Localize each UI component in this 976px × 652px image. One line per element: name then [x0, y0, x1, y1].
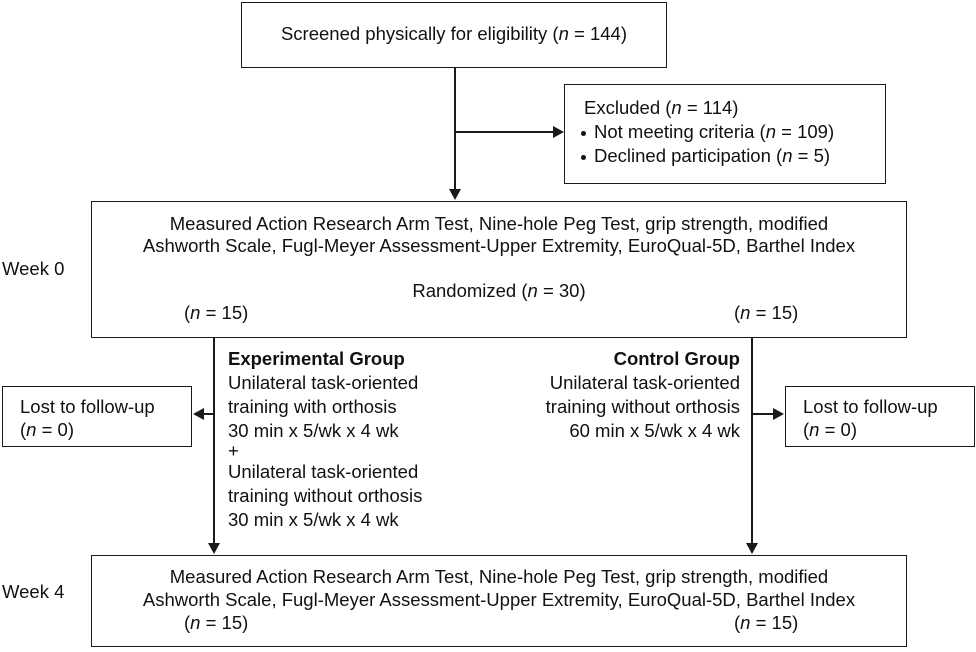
week0-label: Week 0	[2, 258, 65, 279]
lost-followup-right-box: Lost to follow-up (n = 0)	[785, 386, 975, 447]
week0-right-n: (n = 15)	[734, 302, 799, 323]
week0-box: Measured Action Research Arm Test, Nine-…	[91, 201, 907, 338]
week4-right-n: (n = 15)	[734, 612, 799, 633]
arrow-down-icon	[449, 189, 461, 200]
lost-left-label: Lost to follow-up	[20, 396, 155, 417]
control-line: 60 min x 5/wk x 4 wk	[569, 420, 740, 441]
week4-measures-line1: Measured Action Research Arm Test, Nine-…	[169, 566, 829, 587]
connector-control	[751, 338, 753, 544]
connector-lost-right	[752, 413, 774, 415]
arrow-right-icon	[773, 408, 784, 420]
experimental-line: Unilateral task-oriented	[228, 461, 419, 482]
excluded-item-declined: Declined participation (n = 5)	[579, 144, 830, 168]
excluded-item-not-meeting: Not meeting criteria (n = 109)	[579, 120, 834, 144]
week4-left-n: (n = 15)	[184, 612, 249, 633]
screened-label: Screened physically for eligibility (n =…	[280, 23, 628, 44]
excluded-title: Excluded (n = 114)	[584, 97, 739, 118]
week4-measures-line2: Ashworth Scale, Fugl-Meyer Assessment-Up…	[142, 589, 856, 610]
week4-box: Measured Action Research Arm Test, Nine-…	[91, 555, 907, 647]
week0-left-n: (n = 15)	[184, 302, 249, 323]
arrow-left-icon	[193, 408, 204, 420]
control-line: training without orthosis	[545, 396, 740, 417]
screened-box: Screened physically for eligibility (n =…	[241, 2, 667, 68]
experimental-line: training with orthosis	[228, 396, 397, 417]
arrow-down-icon	[208, 543, 220, 554]
arrow-right-icon	[553, 126, 564, 138]
connector-to-excluded	[455, 131, 554, 133]
lost-followup-left-box: Lost to follow-up (n = 0)	[2, 386, 192, 447]
experimental-line: 30 min x 5/wk x 4 wk	[228, 509, 399, 530]
week0-measures-line1: Measured Action Research Arm Test, Nine-…	[169, 213, 829, 234]
experimental-line: training without orthosis	[228, 485, 423, 506]
control-title: Control Group	[613, 348, 740, 369]
week4-label: Week 4	[2, 581, 65, 602]
arrow-down-icon	[746, 543, 758, 554]
bullet-icon	[581, 130, 586, 136]
connector-screened-week0	[454, 68, 456, 190]
randomized-label: Randomized (n = 30)	[412, 280, 586, 301]
experimental-title: Experimental Group	[228, 348, 405, 369]
lost-right-label: Lost to follow-up	[803, 396, 938, 417]
bullet-icon	[581, 154, 586, 160]
experimental-plus: +	[228, 440, 239, 461]
experimental-line: 30 min x 5/wk x 4 wk	[228, 420, 399, 441]
connector-experimental	[213, 338, 215, 544]
lost-left-n: (n = 0)	[20, 419, 75, 440]
experimental-line: Unilateral task-oriented	[228, 372, 419, 393]
connector-lost-left	[203, 413, 214, 415]
excluded-box: Excluded (n = 114) Not meeting criteria …	[564, 84, 886, 184]
control-line: Unilateral task-oriented	[549, 372, 740, 393]
week0-measures-line2: Ashworth Scale, Fugl-Meyer Assessment-Up…	[142, 235, 856, 256]
lost-right-n: (n = 0)	[803, 419, 858, 440]
